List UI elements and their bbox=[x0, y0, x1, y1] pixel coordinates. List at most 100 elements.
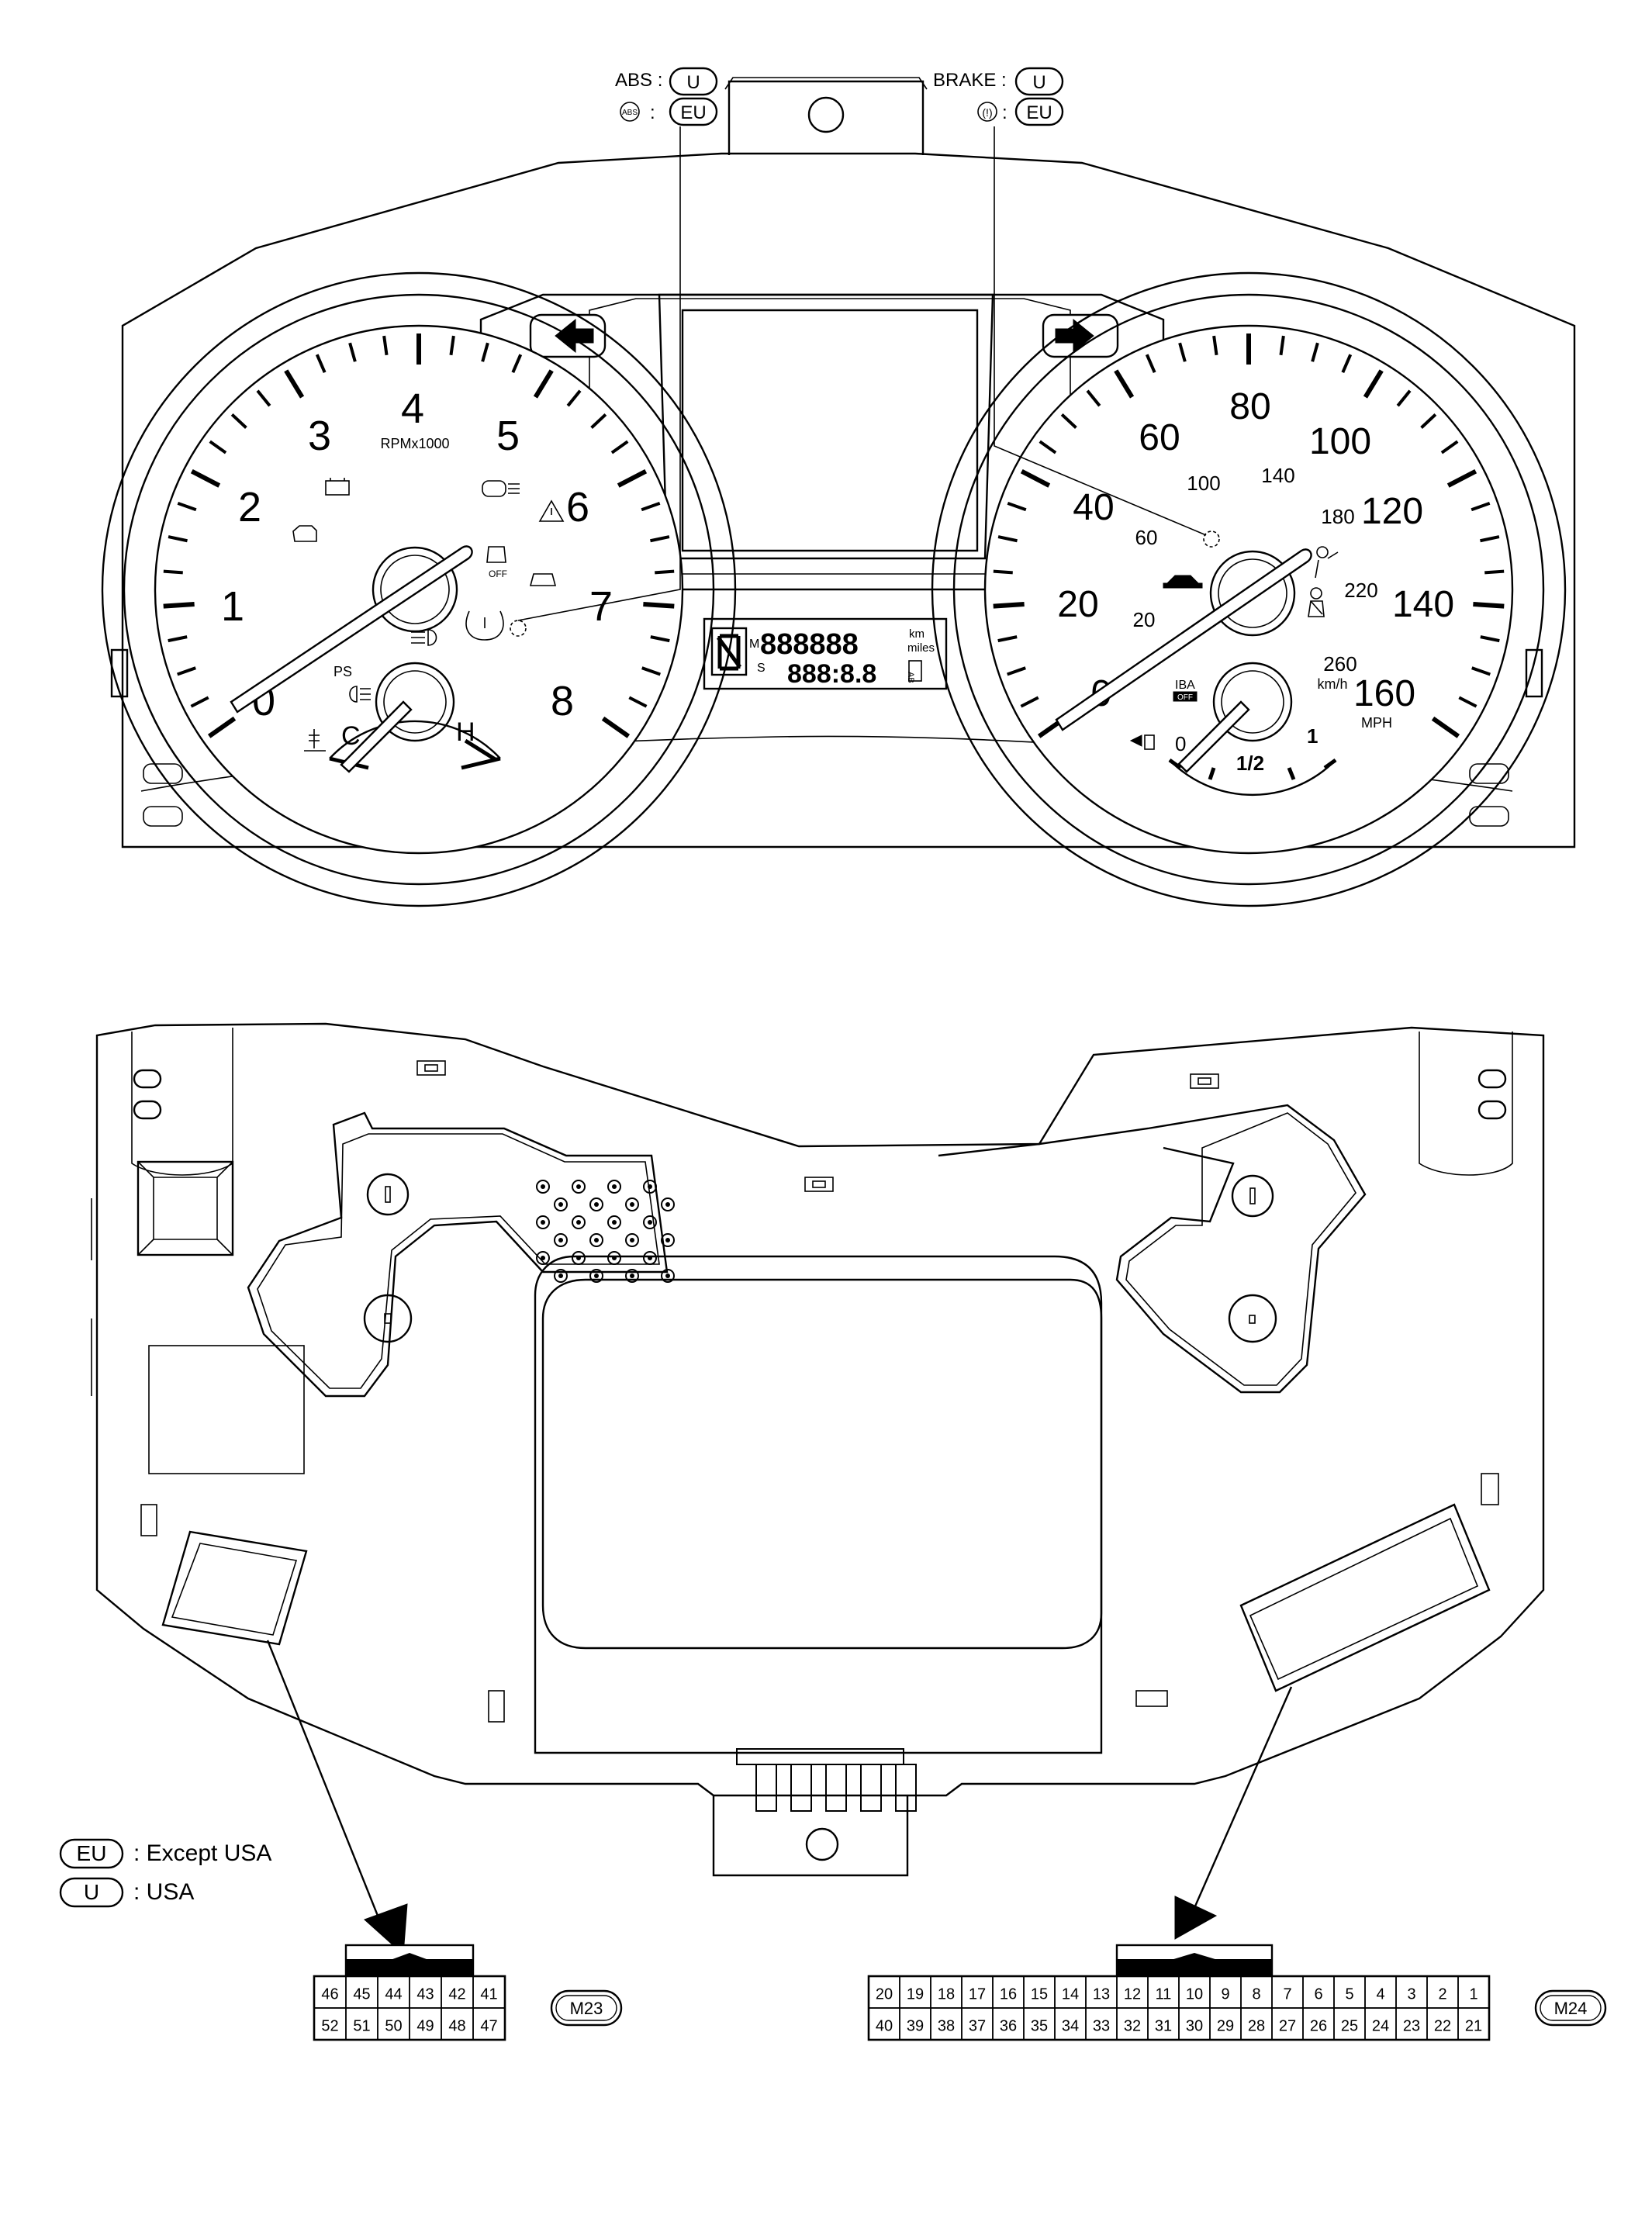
abs-icon-text: ABS bbox=[622, 109, 638, 117]
terminal-number: 10 bbox=[1186, 1986, 1203, 2003]
tach-number-8: 8 bbox=[551, 678, 574, 724]
bolt-center bbox=[665, 1238, 670, 1242]
gauge-tick bbox=[1007, 501, 1027, 512]
gauge-tick bbox=[190, 696, 209, 708]
kmh-number-100: 100 bbox=[1187, 472, 1220, 495]
terminal-number: 48 bbox=[448, 2018, 465, 2035]
terminal-number: 37 bbox=[969, 2018, 986, 2035]
gauge-tick bbox=[643, 601, 675, 609]
lcd-top-digits: 888888 bbox=[760, 628, 859, 661]
gauge-tick bbox=[256, 389, 271, 407]
bolt bbox=[625, 1197, 639, 1211]
warning-triangle-icon bbox=[538, 499, 565, 522]
fin bbox=[825, 1764, 847, 1812]
tach-number-2: 2 bbox=[238, 484, 261, 530]
gauge-tick bbox=[997, 535, 1018, 543]
gauge-tick bbox=[163, 601, 195, 609]
brake-code: U bbox=[1032, 72, 1045, 93]
terminal-number: 35 bbox=[1031, 2018, 1048, 2035]
fin-bar bbox=[736, 1748, 904, 1765]
bolt bbox=[661, 1269, 675, 1283]
kmh-number-260: 260 bbox=[1323, 652, 1357, 676]
abs-code: U bbox=[686, 72, 700, 93]
bolt bbox=[536, 1180, 550, 1194]
gauge-tick bbox=[1458, 696, 1477, 708]
terminal-number: 13 bbox=[1093, 1986, 1110, 2003]
temp-hot: H bbox=[456, 717, 475, 747]
gauge-tick bbox=[650, 535, 670, 543]
coolant-temp-icon bbox=[304, 729, 326, 752]
tach-unit: RPMx1000 bbox=[380, 436, 449, 451]
terminal-number: 39 bbox=[907, 2018, 924, 2035]
bolt-center bbox=[612, 1184, 617, 1189]
gauge-tick bbox=[590, 413, 607, 429]
kmh-number-20: 20 bbox=[1133, 608, 1156, 631]
gauge-tick bbox=[1471, 666, 1491, 676]
terminal-number: 40 bbox=[876, 2018, 893, 2035]
bolt bbox=[572, 1251, 586, 1265]
terminal-number: 6 bbox=[1314, 1986, 1322, 2003]
mph-number-120: 120 bbox=[1361, 491, 1423, 532]
seatbelt-icon bbox=[1308, 587, 1325, 617]
gauge-tick bbox=[993, 569, 1013, 575]
terminal-number: 24 bbox=[1372, 2018, 1389, 2035]
abs-warning-lamp-location bbox=[510, 620, 527, 637]
terminal-number: 34 bbox=[1062, 2018, 1079, 2035]
gauge-tick bbox=[1446, 468, 1477, 488]
lcd-s: S bbox=[757, 662, 766, 675]
svg-text:OFF: OFF bbox=[489, 569, 507, 579]
tach-number-5: 5 bbox=[496, 413, 520, 459]
bolt-center bbox=[558, 1274, 563, 1278]
lcd-miles: miles bbox=[907, 641, 935, 655]
terminal-number: 51 bbox=[353, 2018, 370, 2035]
speedometer-scale bbox=[993, 333, 1505, 738]
connector-lock-bar bbox=[346, 1959, 473, 1976]
abs-label: ABS : bbox=[615, 70, 662, 91]
bolt bbox=[554, 1269, 568, 1283]
gauge-tick bbox=[1473, 601, 1505, 609]
terminal-number: 21 bbox=[1465, 2018, 1482, 2035]
terminal-cell bbox=[1457, 2007, 1490, 2041]
terminal-number: 16 bbox=[1000, 1986, 1017, 2003]
legend-text-u: : USA bbox=[133, 1879, 194, 1905]
bolt bbox=[572, 1180, 586, 1194]
gauge-tick bbox=[1086, 389, 1101, 407]
bolt bbox=[607, 1251, 621, 1265]
bolt-grid bbox=[536, 1180, 675, 1283]
connector-id-badge-inner bbox=[555, 1995, 617, 2021]
tachometer-scale bbox=[163, 333, 675, 738]
gauge-tick bbox=[511, 354, 523, 373]
gauge-tick bbox=[163, 569, 183, 575]
meter-front-view bbox=[110, 77, 1576, 848]
gauge-tick bbox=[993, 601, 1025, 609]
terminal-number: 38 bbox=[938, 2018, 955, 2035]
gauge-tick bbox=[1311, 342, 1319, 362]
fuel-full: 1 bbox=[1307, 724, 1318, 748]
bolt bbox=[625, 1233, 639, 1247]
bolt bbox=[554, 1233, 568, 1247]
bolt-center bbox=[541, 1220, 545, 1225]
temp-cold: C bbox=[341, 721, 361, 751]
gauge-tick bbox=[168, 635, 188, 643]
gauge-tick bbox=[1279, 335, 1285, 356]
bolt-center bbox=[558, 1238, 563, 1242]
terminal-number: 8 bbox=[1252, 1986, 1260, 2003]
bolt-center bbox=[665, 1274, 670, 1278]
terminal-number: 1 bbox=[1469, 1986, 1477, 2003]
gauge-tick bbox=[1114, 369, 1135, 399]
fin bbox=[790, 1764, 812, 1812]
tach-number-4: 4 bbox=[401, 385, 424, 432]
gauge-tick bbox=[610, 440, 629, 454]
gauge-tick bbox=[1178, 342, 1187, 362]
terminal-number: 52 bbox=[321, 2018, 338, 2035]
fuel-empty: 0 bbox=[1175, 732, 1186, 755]
mph-number-160: 160 bbox=[1353, 673, 1415, 714]
kmh-unit: km/h bbox=[1317, 676, 1347, 692]
terminal-number: 36 bbox=[1000, 2018, 1017, 2035]
bolt-center bbox=[558, 1202, 563, 1207]
brake-label: BRAKE : bbox=[933, 70, 1007, 91]
gauge-tick bbox=[1363, 369, 1384, 399]
legend-code-u: U bbox=[84, 1880, 99, 1904]
